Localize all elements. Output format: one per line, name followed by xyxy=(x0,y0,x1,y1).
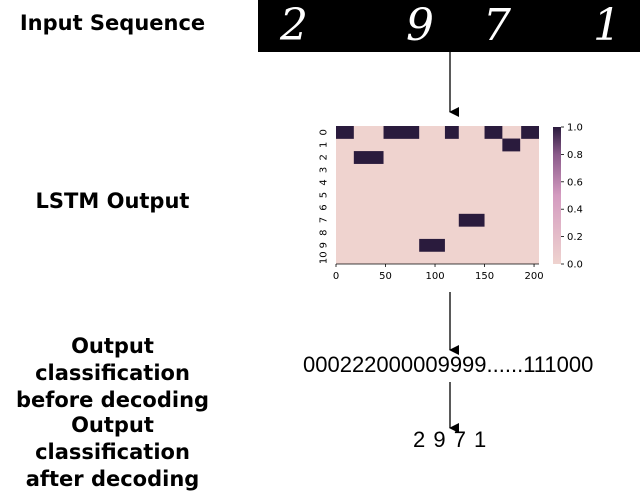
colorbar-tick-label: 0.0 xyxy=(567,260,583,271)
after-decoding-line1: Output classification xyxy=(35,413,190,464)
before-decoding-line2: before decoding xyxy=(15,388,210,412)
heatmap-cell-3 xyxy=(484,126,503,139)
heatmap-cell-2 xyxy=(444,126,459,139)
lstm-output-label: LSTM Output xyxy=(0,188,225,215)
input-digit-1: 2 xyxy=(280,0,308,51)
heatmap-cell-4 xyxy=(521,126,539,139)
y-tick-label: 3 xyxy=(319,167,330,173)
y-tick-label: 2 xyxy=(319,154,330,160)
x-tick-label: 150 xyxy=(475,271,494,282)
colorbar-tick-label: 1.0 xyxy=(567,123,583,134)
y-tick-label: 5 xyxy=(319,192,330,198)
colorbar-tick-label: 0.8 xyxy=(567,150,583,161)
classification-after-text: 2 9 7 1 xyxy=(413,427,488,452)
input-digit-2: 9 xyxy=(406,0,434,51)
y-tick-label: 10 xyxy=(319,251,330,264)
x-tick-label: 200 xyxy=(525,271,544,282)
heatmap-cell-6 xyxy=(353,151,384,164)
heatmap-cell-7 xyxy=(458,213,485,227)
y-tick-label: 0 xyxy=(319,129,330,135)
y-tick-label: 7 xyxy=(319,217,330,223)
heatmap-cell-0 xyxy=(336,126,354,139)
input-sequence-text: Input Sequence xyxy=(19,11,206,35)
input-sequence-image: 2 9 7 1 xyxy=(258,0,640,52)
heatmap-cell-8 xyxy=(419,238,445,252)
diagram-canvas: 0 50 100 150 200 0 1 2 3 4 5 6 7 8 9 10 0.0 0.2 0.4 0.6 0.… xyxy=(319,52,583,433)
x-tick-label: 0 xyxy=(333,271,339,282)
lstm-output-heatmap: 0 50 100 150 200 0 1 2 3 4 5 6 7 8 9 10 0.0 0.2 0.4 0.6 0.… xyxy=(319,123,583,283)
input-digit-4: 1 xyxy=(593,0,621,51)
colorbar-tick-label: 0.4 xyxy=(567,205,583,216)
y-tick-label: 1 xyxy=(319,142,330,148)
input-digit-3: 7 xyxy=(483,0,511,51)
colorbar-tick-label: 0.2 xyxy=(567,232,583,243)
heatmap-cell-5 xyxy=(502,138,521,152)
colorbar-tick-label: 0.6 xyxy=(567,177,583,188)
y-tick-label: 9 xyxy=(319,242,330,248)
input-sequence-label: Input Sequence xyxy=(0,10,225,37)
heatmap-cell-1 xyxy=(383,126,420,139)
classification-before-text: 000222000009999......111000 xyxy=(303,352,594,377)
before-decoding-label: Output classification before decoding xyxy=(0,333,225,414)
x-tick-label: 50 xyxy=(379,271,392,282)
y-tick-label: 4 xyxy=(319,179,330,185)
x-tick-label: 100 xyxy=(425,271,444,282)
y-tick-label: 8 xyxy=(319,229,330,235)
colorbar xyxy=(553,127,561,264)
after-decoding-line2: after decoding xyxy=(25,467,200,491)
before-decoding-line1: Output classification xyxy=(35,334,190,385)
y-tick-label: 6 xyxy=(319,204,330,210)
lstm-output-text: LSTM Output xyxy=(35,189,190,213)
